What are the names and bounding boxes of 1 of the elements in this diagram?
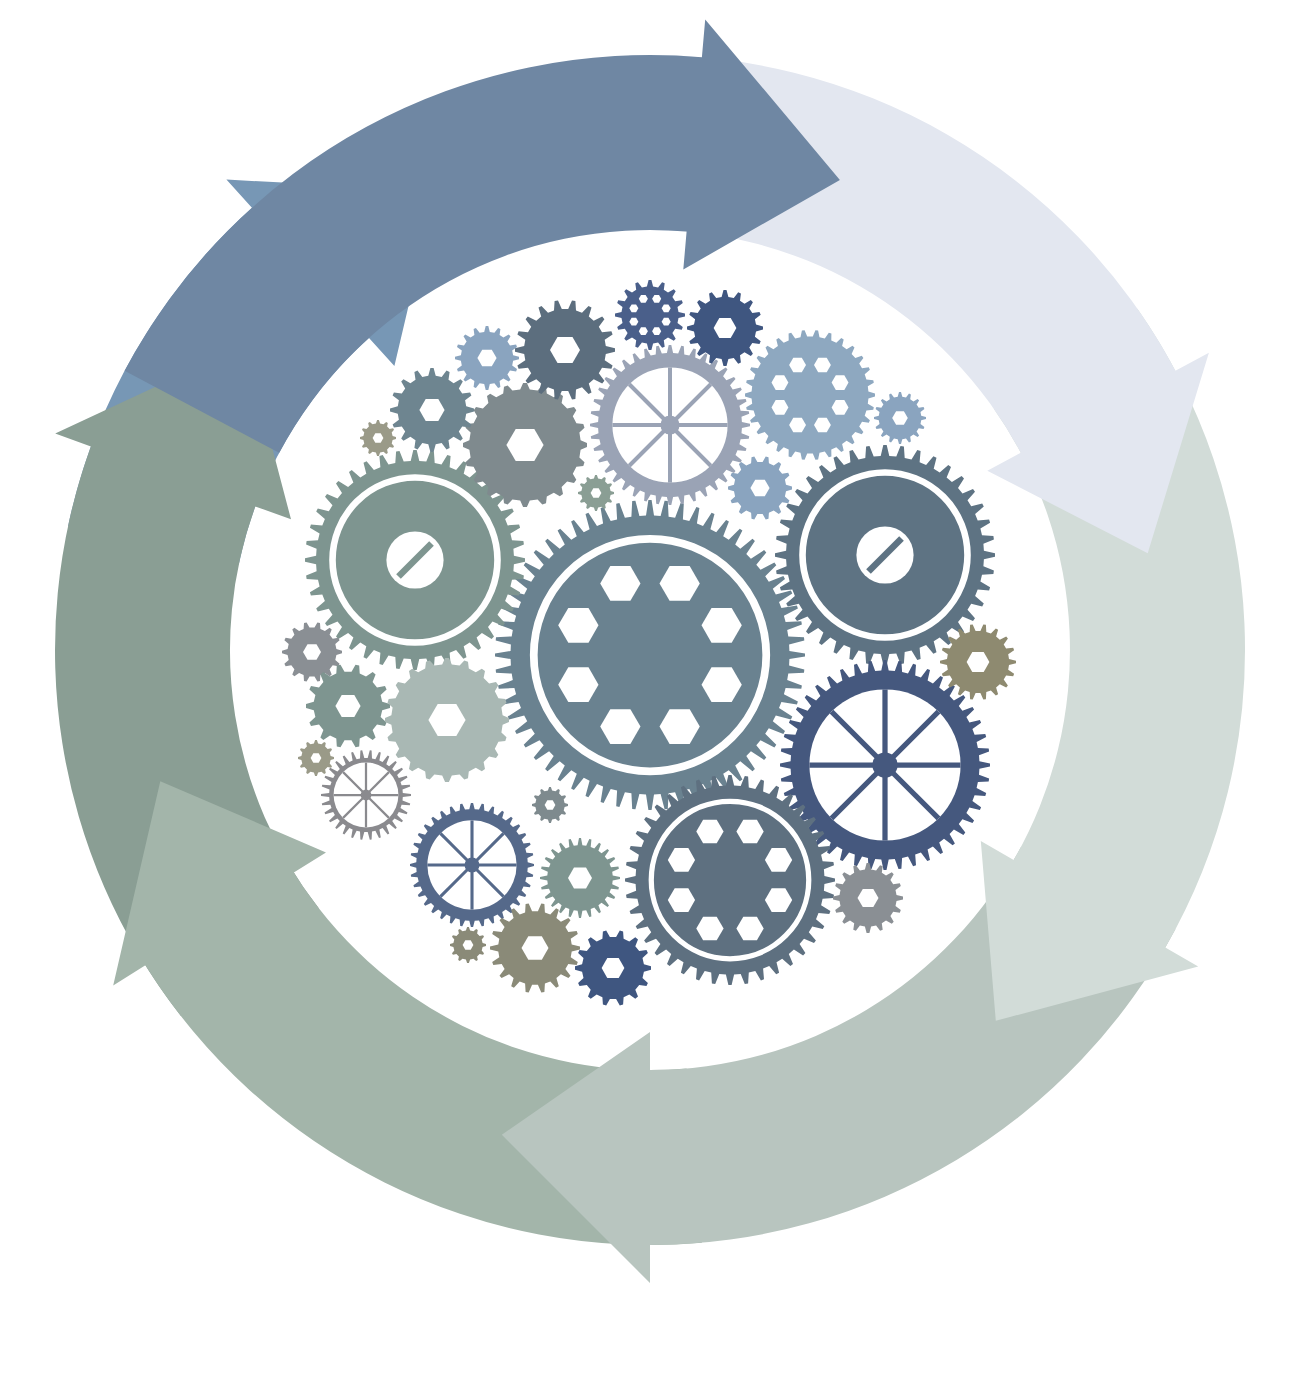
gears-drawing — [282, 280, 1016, 1006]
